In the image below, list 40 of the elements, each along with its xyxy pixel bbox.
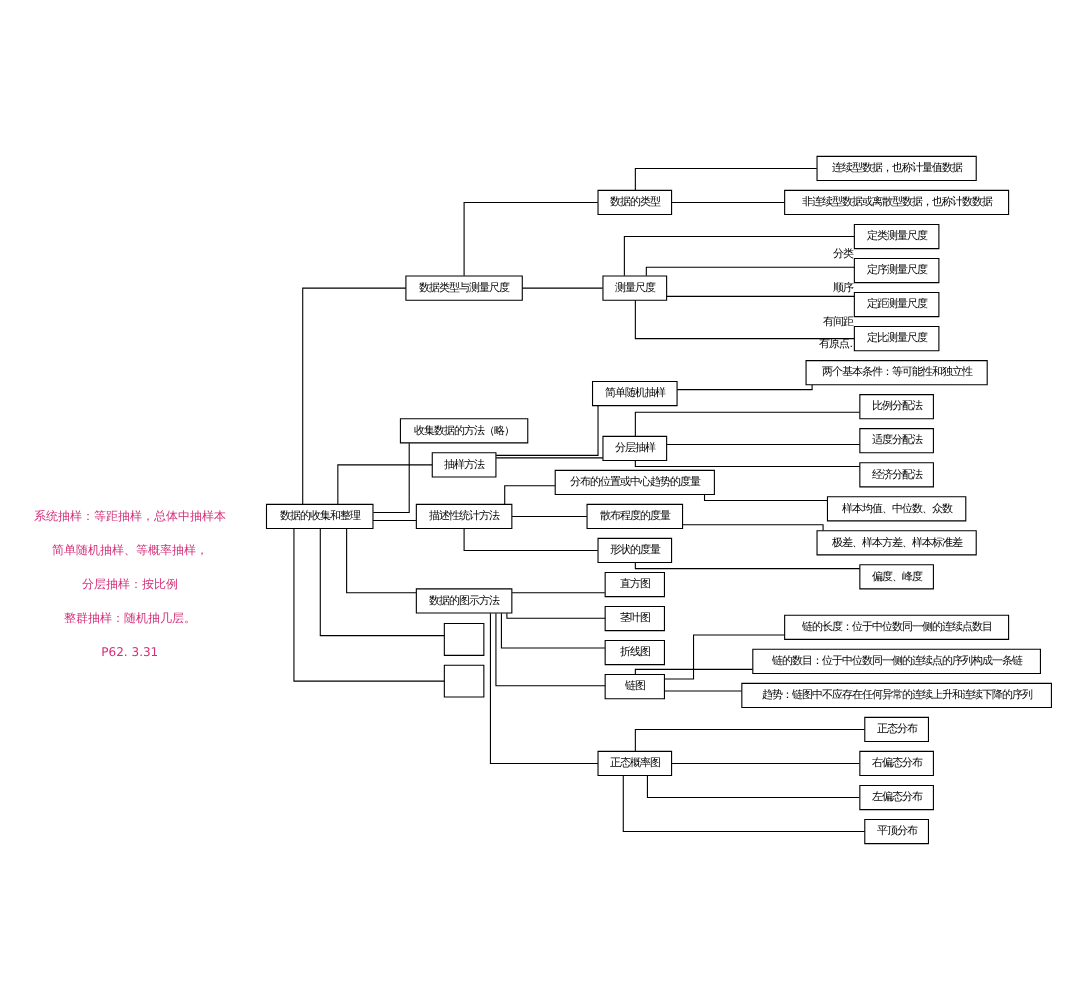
connector: [671, 762, 860, 764]
connector: [319, 528, 445, 637]
connector: [489, 612, 599, 764]
connector: [634, 562, 861, 570]
connector: [646, 775, 860, 799]
connector: [495, 612, 606, 687]
connector: [511, 592, 606, 594]
connector: [463, 201, 599, 277]
connector: [302, 287, 407, 505]
node-box: [443, 664, 485, 698]
connector: [666, 295, 855, 297]
connector: [511, 515, 588, 517]
connector: [634, 728, 866, 752]
connector: [506, 612, 606, 619]
connector: [622, 775, 866, 833]
connector: [676, 384, 813, 391]
connector: [372, 519, 417, 522]
connector: [634, 411, 861, 437]
node-box: [443, 622, 485, 656]
connector: [666, 444, 861, 446]
connector: [623, 236, 855, 277]
connector: [634, 460, 861, 468]
connector: [495, 457, 604, 459]
connector: [372, 442, 410, 513]
connector: [504, 485, 556, 505]
connector: [634, 299, 855, 340]
connector: [495, 405, 599, 456]
connector: [664, 690, 743, 692]
connector: [346, 528, 417, 594]
connector: [703, 494, 828, 502]
connector: [293, 528, 445, 682]
connector: [521, 287, 604, 289]
connector: [682, 524, 824, 531]
connector: [500, 612, 606, 649]
connector: [671, 201, 786, 204]
connector: [663, 634, 785, 680]
connector: [337, 464, 433, 505]
connector: [634, 167, 818, 191]
connector: [634, 668, 754, 675]
connector: [645, 266, 855, 277]
